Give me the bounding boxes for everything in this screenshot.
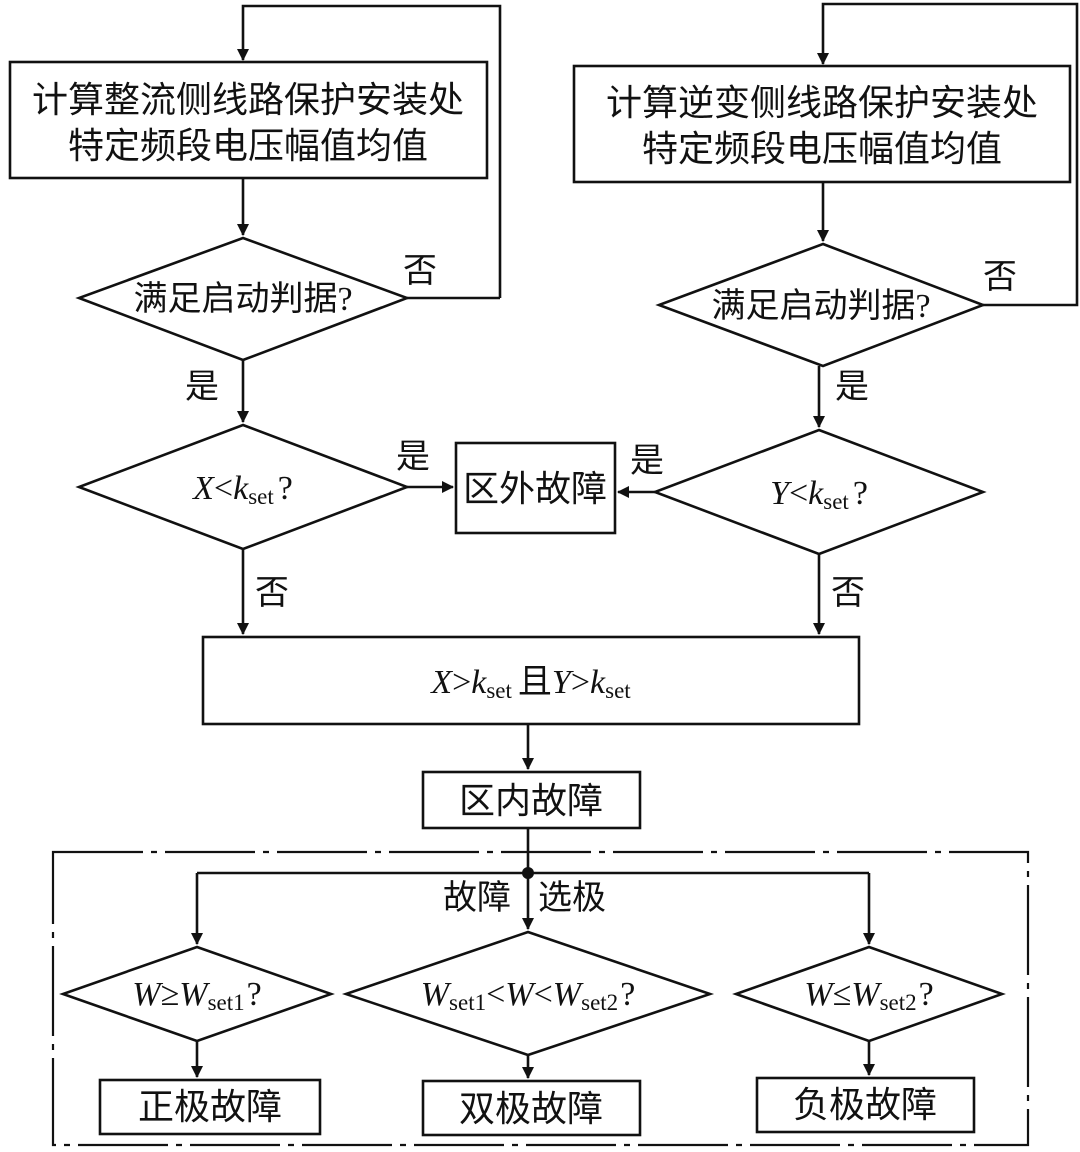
both-threshold-box (201, 635, 861, 726)
bipolar-fault-box (421, 1079, 642, 1137)
left-yes-label: 是 (185, 367, 219, 407)
pole-selection-label-right: 选极 (538, 878, 606, 918)
inverter-calc-line2: 特定频段电压幅值均值 (642, 129, 1002, 170)
external-fault-text: 区外故障 (463, 469, 607, 510)
pole-selection-frame (51, 850, 1030, 1147)
internal-fault-text: 区内故障 (459, 781, 603, 822)
internal-fault-box (421, 770, 642, 830)
y-yes-label: 是 (630, 441, 664, 481)
positive-fault-text: 正极故障 (138, 1087, 282, 1128)
external-fault-box (454, 441, 617, 535)
negative-fault-box (755, 1076, 976, 1134)
right-start-criterion-diamond (655, 242, 987, 368)
left-start-criterion-text: 满足启动判据? (133, 279, 352, 319)
left-no-label: 否 (403, 251, 437, 291)
pole-selection-label-left: 故障 (443, 878, 511, 918)
y-threshold-text: Y<kset? (770, 475, 868, 514)
positive-fault-box (98, 1078, 322, 1136)
x-yes-label: 是 (396, 437, 430, 477)
negative-fault-text: 负极故障 (793, 1085, 937, 1126)
inverter-calc-line1: 计算逆变侧线路保护安装处 (606, 83, 1038, 124)
right-yes-label: 是 (835, 367, 869, 407)
rectifier-calc-box (8, 60, 489, 180)
x-no-label: 否 (255, 573, 289, 613)
right-start-criterion-text: 满足启动判据? (711, 286, 930, 326)
y-no-label: 否 (831, 573, 865, 613)
rectifier-calc-line1: 计算整流侧线路保护安装处 (32, 80, 464, 121)
right-no-label: 否 (983, 257, 1017, 297)
rectifier-calc-line2: 特定频段电压幅值均值 (68, 126, 428, 167)
bipolar-fault-text: 双极故障 (459, 1089, 603, 1130)
left-loop-line (237, 4, 502, 298)
bipolar-text: Wset1<W<Wset2? (421, 976, 636, 1015)
right-loop-line (817, 2, 1079, 307)
negative-pole-text: W≤Wset2? (804, 976, 933, 1015)
x-threshold-text: X<kset? (191, 470, 293, 509)
positive-pole-text: W≥Wset1? (132, 976, 261, 1015)
